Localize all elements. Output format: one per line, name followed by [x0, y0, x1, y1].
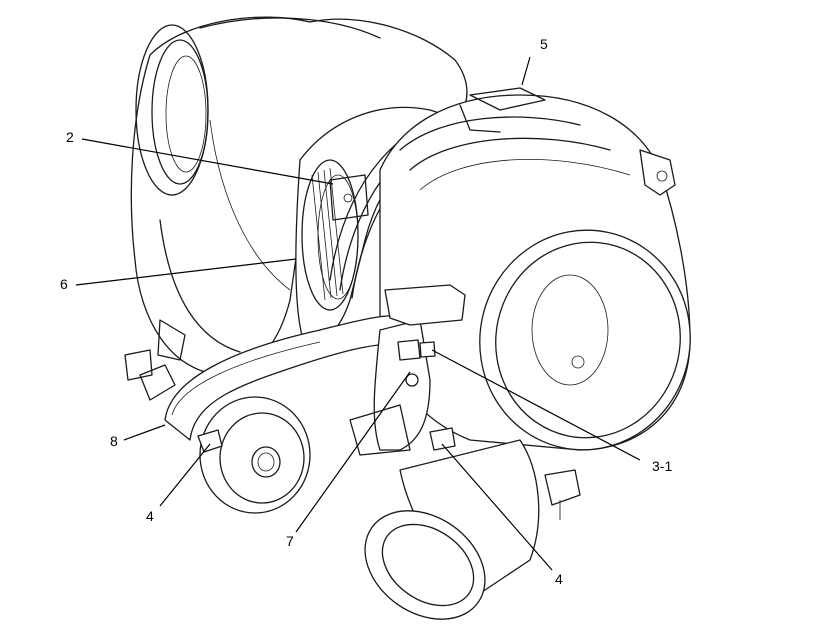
leader-3-1: [431, 349, 641, 461]
fitting-left: [197, 429, 223, 453]
callout-8: 8: [110, 433, 118, 449]
fitting-top: [397, 339, 436, 387]
center-housing: [295, 106, 456, 346]
lower-cover: [124, 319, 311, 514]
leader-4-left: [159, 443, 211, 507]
callout-6: 6: [60, 276, 68, 292]
leader-4-right: [441, 443, 553, 571]
leader-6: [75, 258, 297, 286]
callout-3-1: 3-1: [652, 458, 672, 474]
leader-8: [123, 424, 166, 441]
callout-4-right: 4: [555, 571, 563, 587]
compressor-housing: [379, 87, 691, 451]
leader-lines: [75, 56, 641, 571]
callouts: 5 2 6 8 4 7 3-1 4: [60, 36, 672, 587]
leader-7: [295, 371, 411, 533]
lower-outlet-pipe: [364, 439, 581, 620]
callout-4-left: 4: [146, 508, 154, 524]
leader-5: [521, 56, 531, 86]
leader-2: [81, 138, 334, 185]
callout-7: 7: [286, 533, 294, 549]
callout-5: 5: [540, 36, 548, 52]
fitting-right: [429, 427, 456, 451]
callout-2: 2: [66, 129, 74, 145]
